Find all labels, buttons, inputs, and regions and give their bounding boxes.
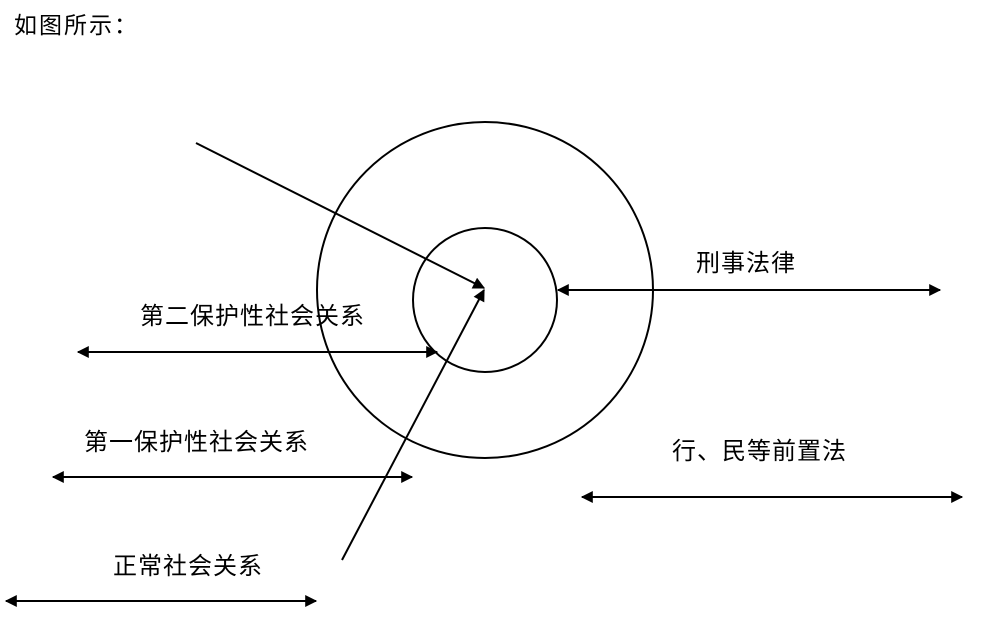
- prior-laws-label: 行、民等前置法: [672, 437, 847, 465]
- normal-relations-label: 正常社会关系: [113, 552, 263, 580]
- criminal-law-label: 刑事法律: [696, 249, 796, 277]
- inner-circle: [412, 227, 558, 373]
- upper-left-pointer-arrow: [195, 142, 486, 289]
- lower-pointer-arrow: [341, 288, 485, 561]
- first-protected-label: 第一保护性社会关系: [84, 428, 309, 456]
- intro-text: 如图所示：: [14, 13, 139, 39]
- second-protected-label: 第二保护性社会关系: [140, 302, 365, 330]
